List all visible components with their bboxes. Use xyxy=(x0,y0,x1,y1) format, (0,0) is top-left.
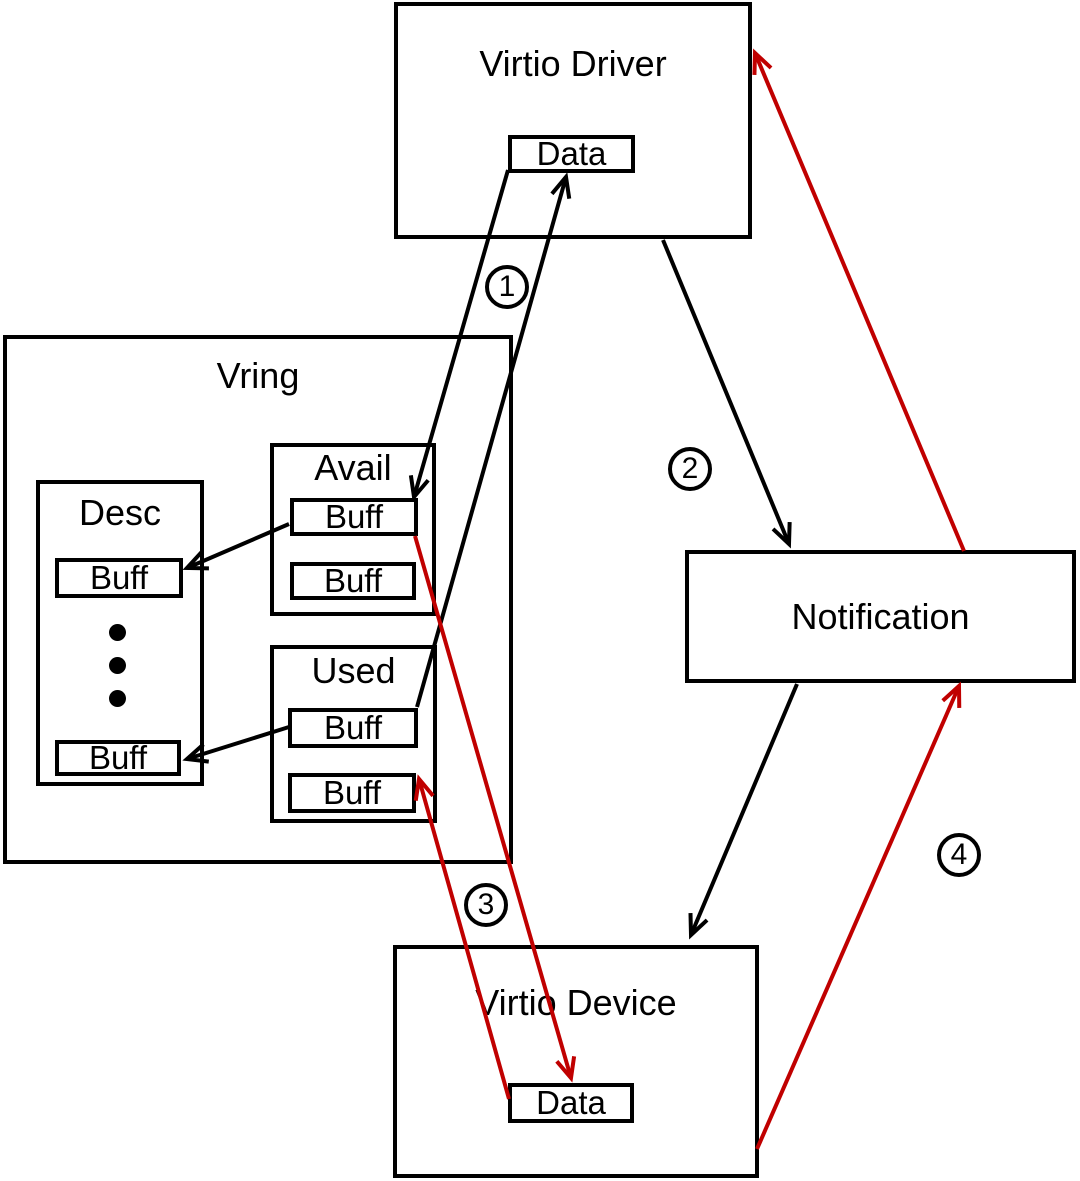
used-buff-2-label: Buff xyxy=(322,774,382,811)
virtio-driver-box: Virtio Driver Data xyxy=(394,2,752,239)
desc-box: Desc Buff Buff xyxy=(36,480,204,786)
virtio-driver-label: Virtio Driver xyxy=(479,43,667,84)
desc-buff-bottom-box: Buff xyxy=(55,739,181,776)
driver-data-box: Data xyxy=(508,135,635,173)
step-1-badge: 1 xyxy=(485,265,529,309)
avail-box: Avail Buff Buff xyxy=(270,443,436,616)
vring-label: Vring xyxy=(216,355,300,396)
virtio-device-box: Virtio Device Data xyxy=(393,945,759,1178)
arrow-notification-to-driver xyxy=(752,48,966,552)
desc-buff-top-label: Buff xyxy=(89,559,149,596)
step-2-badge: 2 xyxy=(668,447,712,491)
desc-buff-bottom-label: Buff xyxy=(88,739,148,776)
step-1-number: 1 xyxy=(498,270,516,303)
step-2-number: 2 xyxy=(681,452,699,485)
driver-data-label: Data xyxy=(536,135,607,172)
device-data-box: Data xyxy=(508,1083,634,1123)
arrow-device-to-notification xyxy=(755,681,962,1150)
ellipsis-dot-2 xyxy=(109,657,126,674)
avail-buff-2-label: Buff xyxy=(323,562,383,599)
desc-label: Desc xyxy=(78,492,162,533)
avail-buff-1-box: Buff xyxy=(290,498,418,536)
device-data-label: Data xyxy=(536,1084,606,1121)
step-4-number: 4 xyxy=(950,838,968,871)
used-buff-1-box: Buff xyxy=(288,708,418,748)
arrow-notification-to-device xyxy=(688,683,799,940)
avail-buff-1-label: Buff xyxy=(324,498,384,535)
notification-box: Notification xyxy=(685,550,1076,683)
used-label: Used xyxy=(311,650,396,691)
used-box: Used Buff Buff xyxy=(270,645,437,823)
step-3-badge: 3 xyxy=(464,883,508,927)
used-buff-1-label: Buff xyxy=(323,709,383,746)
vring-box: Vring Desc Buff Buff Avail Buff Buff xyxy=(3,335,513,864)
notification-label: Notification xyxy=(791,595,970,637)
used-buff-2-box: Buff xyxy=(288,773,416,813)
virtio-device-label: Virtio Device xyxy=(475,982,677,1023)
avail-label: Avail xyxy=(314,447,392,488)
step-3-number: 3 xyxy=(477,888,495,921)
ellipsis-dot-3 xyxy=(109,690,126,707)
ellipsis-dot-1 xyxy=(109,624,126,641)
avail-buff-2-box: Buff xyxy=(290,562,416,600)
arrow-driver-to-notification xyxy=(661,239,792,549)
step-4-badge: 4 xyxy=(937,833,981,877)
desc-buff-top-box: Buff xyxy=(55,558,183,598)
